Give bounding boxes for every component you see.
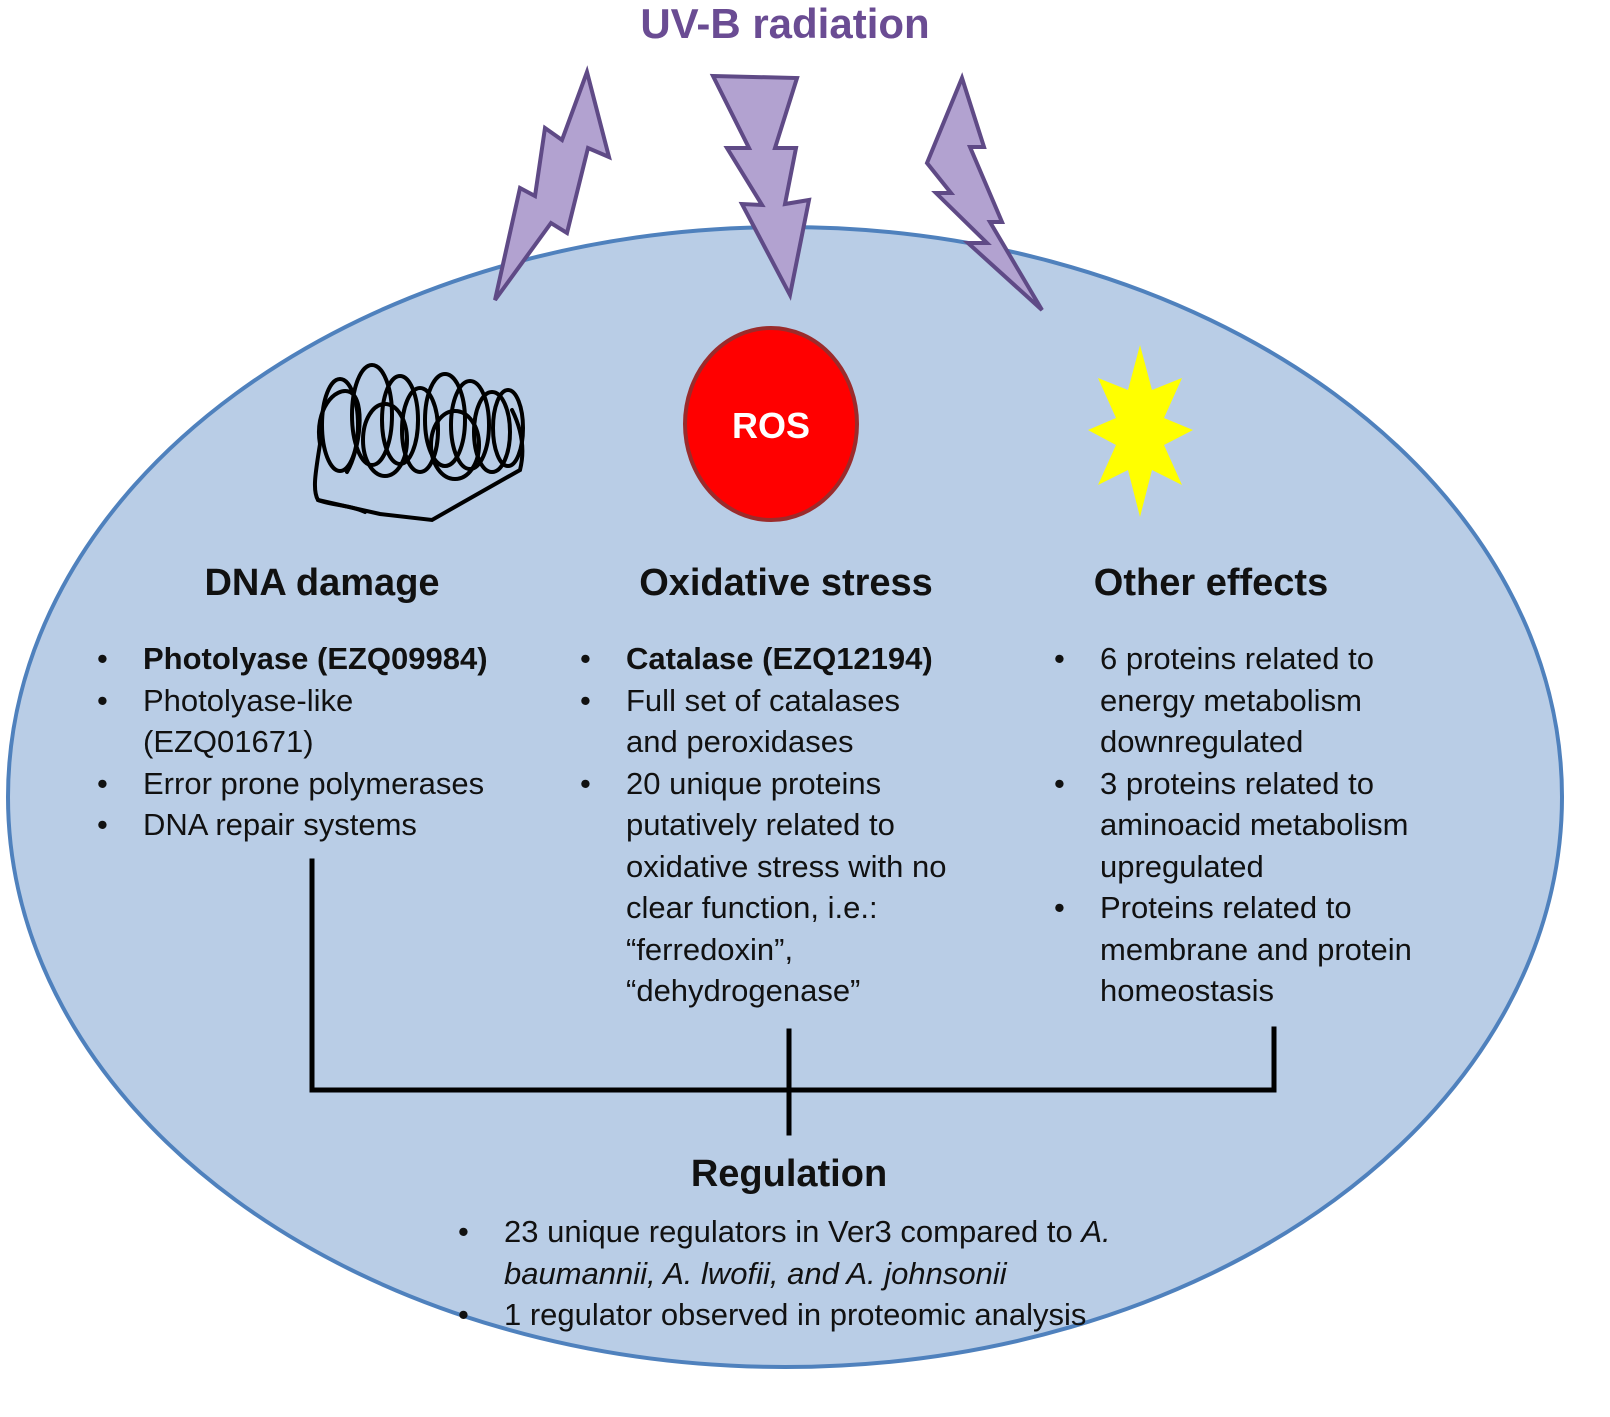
list-item-text: clear function, i.e.: (626, 890, 878, 925)
regulation-list: 23 unique regulators in Ver3 compared to… (458, 1211, 1111, 1336)
catalase-text: Catalase (EZQ12194) (626, 641, 933, 676)
list-item-text: membrane and protein (1100, 931, 1412, 967)
list-item-text: DNA repair systems (143, 807, 417, 842)
list-item-text: downregulated (1100, 724, 1304, 759)
list-item-text: and peroxidases (626, 724, 854, 759)
lightning-bolt-icon (924, 72, 1044, 312)
list-item: Photolyase (EZQ09984) (97, 638, 488, 680)
regulation-connector (309, 858, 1277, 1136)
list-item: Photolyase-like (EZQ01671) (97, 680, 488, 763)
list-item-text: putatively related to (626, 807, 895, 842)
list-item: DNA repair systems (97, 804, 488, 846)
list-item: 1 regulator observed in proteomic analys… (458, 1294, 1111, 1336)
lightning-bolt-icon (709, 73, 812, 301)
list-item-text: energy metabolism (1100, 682, 1362, 718)
regulation-heading: Regulation (690, 1153, 888, 1195)
oxidative-stress-list: Catalase (EZQ12194) Full set of catalase… (580, 638, 946, 1012)
list-item-text: 20 unique proteins (626, 765, 882, 801)
dna-damage-list: Photolyase (EZQ09984) Photolyase-like (EZ… (97, 638, 488, 846)
list-item-text: (EZQ01671) (143, 724, 314, 759)
other-effects-list: 6 proteins related to energy metabolism do… (1054, 638, 1412, 1012)
list-item-text: “ferredoxin”, (626, 931, 794, 967)
star-burst-icon (1088, 345, 1193, 517)
other-effects-heading: Other effects (1093, 562, 1329, 604)
photolyase-text: Photolyase (EZQ09984) (143, 641, 488, 676)
list-item: 3 proteins related to aminoacid metabolis… (1054, 763, 1412, 888)
dna-damage-heading: DNA damage (204, 562, 440, 604)
list-item-text: 1 regulator observed in proteomic analys… (504, 1297, 1087, 1332)
list-item: 23 unique regulators in Ver3 compared to… (458, 1211, 1111, 1294)
list-item: Error prone polymerases (97, 763, 488, 805)
list-item: Full set of catalases and peroxidases (580, 680, 946, 763)
oxidative-stress-heading: Oxidative stress (639, 562, 933, 604)
list-item: 6 proteins related to energy metabolism do… (1054, 638, 1412, 763)
list-item-text: oxidative stress with no (626, 848, 947, 884)
dna-scribble-icon (312, 363, 525, 523)
list-item-text: 6 proteins related to (1100, 641, 1375, 676)
species-text: baumannii, A. lwofii, and A. johnsonii (504, 1255, 1007, 1291)
list-item-text: Error prone polymerases (143, 765, 485, 801)
lightning-bolt-icon (493, 65, 612, 302)
list-item: Proteins related to membrane and protein h… (1054, 887, 1412, 1012)
species-text: A. (1081, 1214, 1111, 1249)
list-item-text: “dehydrogenase” (626, 973, 861, 1008)
ros-circle-icon (683, 326, 859, 522)
list-item-text: Proteins related to (1100, 890, 1352, 925)
list-item: Catalase (EZQ12194) (580, 638, 946, 680)
ros-label: ROS (731, 405, 810, 446)
diagram-title: UV-B radiation (640, 0, 930, 47)
list-item: 20 unique proteins putatively related to o… (580, 763, 946, 1012)
list-item-text: 3 proteins related to (1100, 765, 1375, 801)
list-item-text: Full set of catalases (626, 682, 900, 718)
list-item-text: upregulated (1100, 848, 1264, 884)
list-item-text: homeostasis (1100, 973, 1275, 1008)
list-item-text: aminoacid metabolism (1100, 807, 1409, 842)
list-item-text: Photolyase-like (143, 682, 354, 718)
list-item-text: 23 unique regulators in Ver3 compared to (504, 1214, 1082, 1249)
